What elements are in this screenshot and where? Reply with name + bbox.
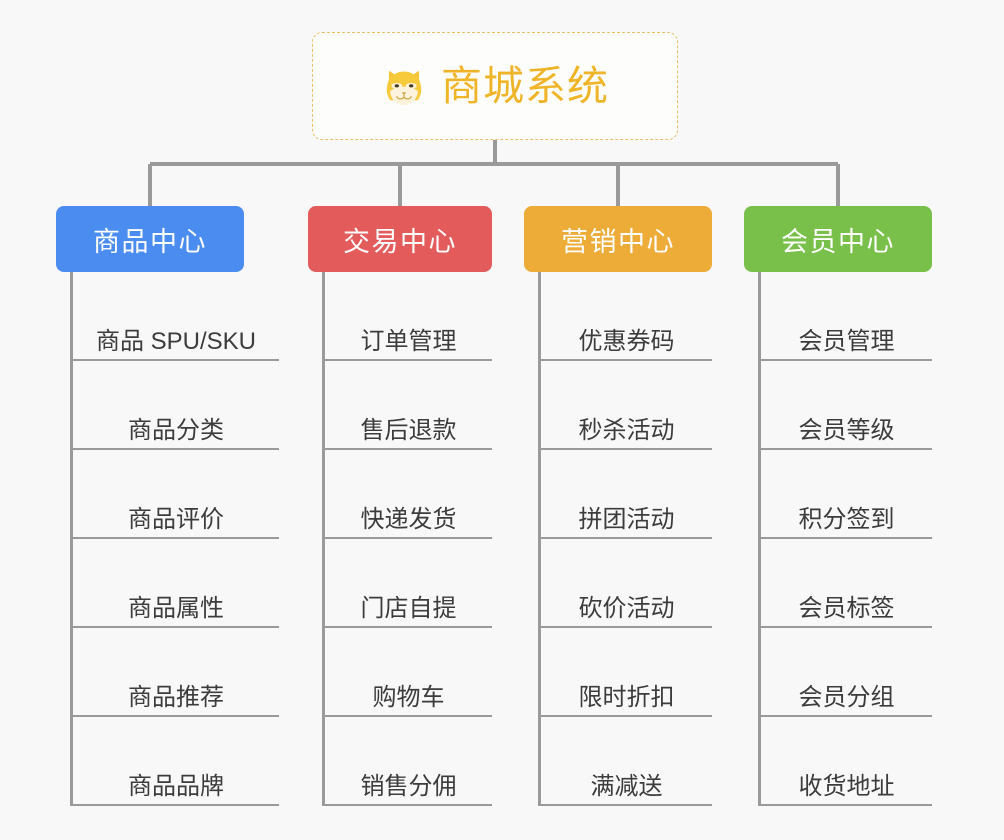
leaf-item-label: 拼团活动: [578, 505, 675, 533]
leaf-item[interactable]: 商品属性: [73, 539, 279, 628]
leaf-item-label: 商品分类: [128, 416, 224, 444]
branch-item-list-marketing-center: 优惠券码 秒杀活动 拼团活动 砍价活动 限时折扣 满减送: [538, 272, 712, 806]
branch-header-trade-center[interactable]: 交易中心: [308, 206, 492, 272]
leaf-item-label: 砍价活动: [578, 594, 675, 622]
leaf-item[interactable]: 订单管理: [325, 272, 492, 361]
branch-header-member-center[interactable]: 会员中心: [744, 206, 932, 272]
leaf-item-label: 限时折扣: [578, 683, 675, 711]
leaf-item-label: 订单管理: [360, 327, 457, 355]
shiba-dog-face-icon: [386, 70, 422, 106]
leaf-item[interactable]: 购物车: [325, 628, 492, 717]
leaf-item-label: 积分签到: [798, 505, 895, 533]
leaf-item-label: 商品推荐: [128, 683, 224, 711]
root-title: 商城系统: [441, 62, 609, 109]
leaf-item-label: 售后退款: [360, 416, 457, 444]
branch-marketing-center: 营销中心 优惠券码 秒杀活动 拼团活动 砍价活动 限时折扣 满减送: [524, 206, 712, 806]
branch-item-list-trade-center: 订单管理 售后退款 快递发货 门店自提 购物车 销售分佣: [322, 272, 492, 806]
leaf-item[interactable]: 快递发货: [325, 450, 492, 539]
branch-header-label: 交易中心: [343, 226, 457, 257]
leaf-item[interactable]: 满减送: [541, 717, 712, 806]
leaf-item-label: 会员管理: [798, 327, 895, 355]
leaf-item[interactable]: 商品分类: [73, 361, 279, 450]
leaf-item[interactable]: 商品推荐: [73, 628, 279, 717]
leaf-item-label: 秒杀活动: [578, 416, 675, 444]
branch-product-center: 商品中心 商品 SPU/SKU 商品分类 商品评价 商品属性 商品推荐 商品品牌: [56, 206, 279, 806]
leaf-item[interactable]: 会员标签: [761, 539, 932, 628]
leaf-item-label: 销售分佣: [360, 772, 457, 800]
leaf-item[interactable]: 收货地址: [761, 717, 932, 806]
leaf-item[interactable]: 门店自提: [325, 539, 492, 628]
branch-header-label: 营销中心: [561, 226, 675, 257]
leaf-item[interactable]: 售后退款: [325, 361, 492, 450]
leaf-item[interactable]: 优惠券码: [541, 272, 712, 361]
leaf-item[interactable]: 积分签到: [761, 450, 932, 539]
leaf-item[interactable]: 会员等级: [761, 361, 932, 450]
root-node[interactable]: 商城系统: [312, 32, 678, 140]
branch-trade-center: 交易中心 订单管理 售后退款 快递发货 门店自提 购物车 销售分佣: [308, 206, 492, 806]
leaf-item[interactable]: 会员分组: [761, 628, 932, 717]
leaf-item[interactable]: 拼团活动: [541, 450, 712, 539]
leaf-item[interactable]: 砍价活动: [541, 539, 712, 628]
branch-header-product-center[interactable]: 商品中心: [56, 206, 244, 272]
leaf-item-label: 商品品牌: [128, 772, 224, 800]
branch-header-label: 商品中心: [93, 226, 207, 257]
branch-header-label: 会员中心: [781, 226, 895, 257]
leaf-item[interactable]: 销售分佣: [325, 717, 492, 806]
leaf-item-label: 优惠券码: [578, 327, 675, 355]
leaf-item-label: 会员等级: [798, 416, 895, 444]
leaf-item-label: 满减送: [590, 772, 663, 800]
leaf-item-label: 收货地址: [798, 772, 895, 800]
branch-member-center: 会员中心 会员管理 会员等级 积分签到 会员标签 会员分组 收货地址: [744, 206, 932, 806]
leaf-item-label: 商品 SPU/SKU: [95, 327, 257, 355]
leaf-item[interactable]: 商品品牌: [73, 717, 279, 806]
leaf-item-label: 购物车: [372, 683, 445, 711]
branch-header-marketing-center[interactable]: 营销中心: [524, 206, 712, 272]
leaf-item-label: 商品属性: [128, 594, 224, 622]
leaf-item[interactable]: 商品 SPU/SKU: [73, 272, 279, 361]
leaf-item-label: 会员标签: [798, 594, 895, 622]
leaf-item[interactable]: 商品评价: [73, 450, 279, 539]
leaf-item-label: 快递发货: [360, 505, 457, 533]
leaf-item[interactable]: 会员管理: [761, 272, 932, 361]
leaf-item-label: 会员分组: [798, 683, 895, 711]
leaf-item[interactable]: 秒杀活动: [541, 361, 712, 450]
branch-item-list-product-center: 商品 SPU/SKU 商品分类 商品评价 商品属性 商品推荐 商品品牌: [70, 272, 279, 806]
leaf-item-label: 商品评价: [128, 505, 224, 533]
leaf-item[interactable]: 限时折扣: [541, 628, 712, 717]
branch-item-list-member-center: 会员管理 会员等级 积分签到 会员标签 会员分组 收货地址: [758, 272, 932, 806]
leaf-item-label: 门店自提: [360, 594, 457, 622]
